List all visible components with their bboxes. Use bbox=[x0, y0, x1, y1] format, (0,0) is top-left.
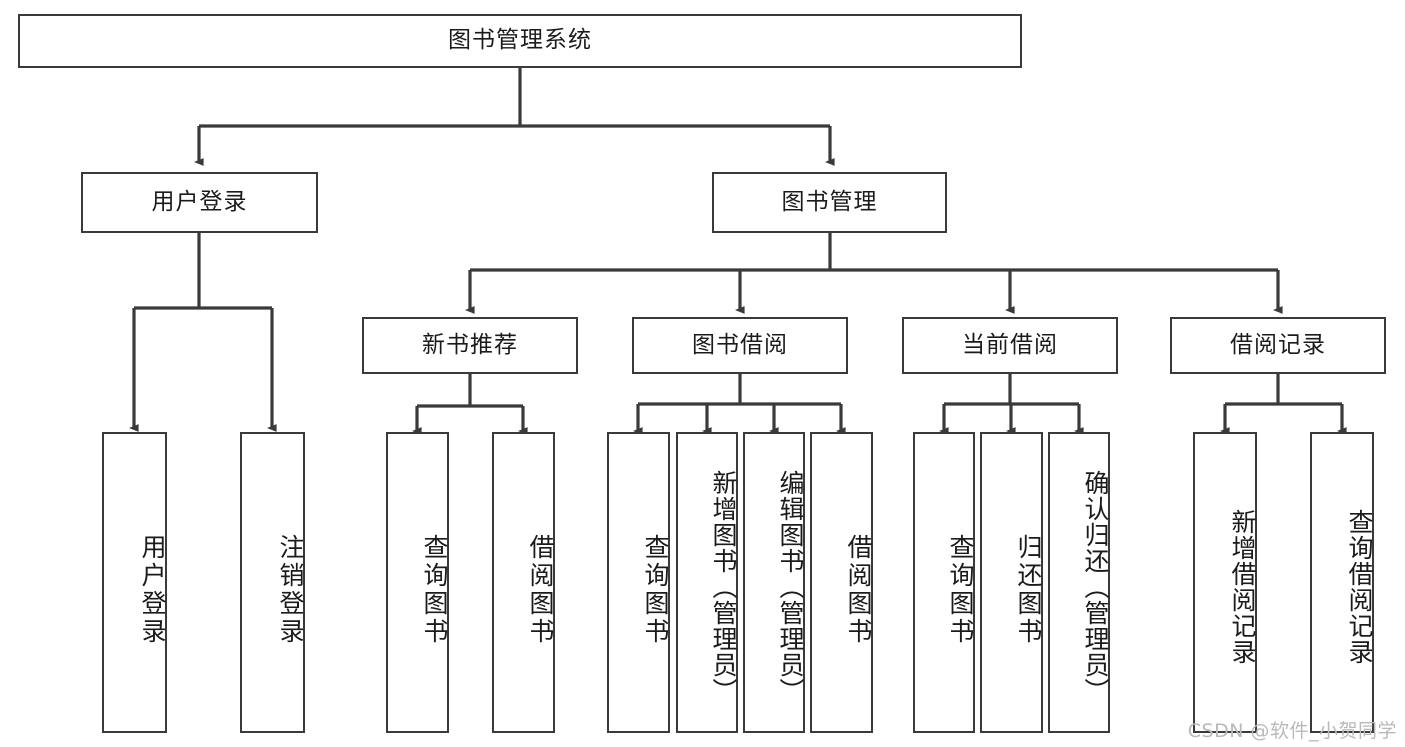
node-label: 用户登录 bbox=[151, 188, 248, 215]
node-label: 图书管理 bbox=[781, 188, 878, 215]
leaf-borrow-book-newbook[interactable]: 借阅图书 bbox=[492, 432, 555, 733]
node-book-borrowing[interactable]: 图书借阅 bbox=[632, 317, 848, 374]
node-borrowing-records[interactable]: 借阅记录 bbox=[1170, 317, 1386, 374]
node-label: 借阅图书 bbox=[526, 533, 555, 646]
node-label: 图书借阅 bbox=[692, 331, 788, 358]
node-label: 借阅记录 bbox=[1230, 331, 1326, 358]
node-label: 编辑图书（管理员） bbox=[776, 469, 805, 704]
node-label: 查询图书 bbox=[420, 533, 449, 646]
node-label: 图书管理系统 bbox=[448, 27, 592, 54]
node-label: 查询借阅记录 bbox=[1345, 508, 1374, 665]
leaf-return-book[interactable]: 归还图书 bbox=[980, 432, 1043, 733]
node-label: 借阅图书 bbox=[844, 533, 873, 646]
node-label: 确认归还（管理员） bbox=[1081, 469, 1110, 704]
node-label: 新增借阅记录 bbox=[1228, 508, 1257, 665]
node-label: 查询图书 bbox=[641, 533, 670, 646]
leaf-query-book-newbook[interactable]: 查询图书 bbox=[386, 432, 449, 733]
leaf-confirm-return-admin[interactable]: 确认归还（管理员） bbox=[1048, 432, 1110, 733]
leaf-query-book-current[interactable]: 查询图书 bbox=[913, 432, 975, 733]
node-label: 归还图书 bbox=[1014, 533, 1043, 646]
leaf-add-borrow-record[interactable]: 新增借阅记录 bbox=[1193, 432, 1257, 733]
node-label: 新书推荐 bbox=[422, 331, 518, 358]
node-label: 当前借阅 bbox=[962, 331, 1058, 358]
leaf-logout[interactable]: 注销登录 bbox=[240, 432, 305, 733]
leaf-borrow-book[interactable]: 借阅图书 bbox=[810, 432, 873, 733]
csdn-watermark: CSDN @软件_小贺同学 bbox=[1187, 720, 1397, 742]
node-label: 查询图书 bbox=[946, 533, 975, 646]
leaf-add-book-admin[interactable]: 新增图书（管理员） bbox=[676, 432, 738, 733]
leaf-edit-book-admin[interactable]: 编辑图书（管理员） bbox=[743, 432, 805, 733]
node-user-login[interactable]: 用户登录 bbox=[81, 172, 318, 233]
node-label: 用户登录 bbox=[138, 533, 167, 646]
node-book-management[interactable]: 图书管理 bbox=[712, 172, 947, 233]
node-label: 注销登录 bbox=[276, 533, 305, 646]
node-new-book-recommendation[interactable]: 新书推荐 bbox=[362, 317, 578, 374]
leaf-query-book-borrow[interactable]: 查询图书 bbox=[607, 432, 670, 733]
leaf-query-borrow-record[interactable]: 查询借阅记录 bbox=[1310, 432, 1374, 733]
leaf-user-login[interactable]: 用户登录 bbox=[102, 432, 167, 733]
node-label: 新增图书（管理员） bbox=[709, 469, 738, 704]
node-root-book-management-system[interactable]: 图书管理系统 bbox=[18, 14, 1022, 68]
node-current-borrowing[interactable]: 当前借阅 bbox=[902, 317, 1118, 374]
